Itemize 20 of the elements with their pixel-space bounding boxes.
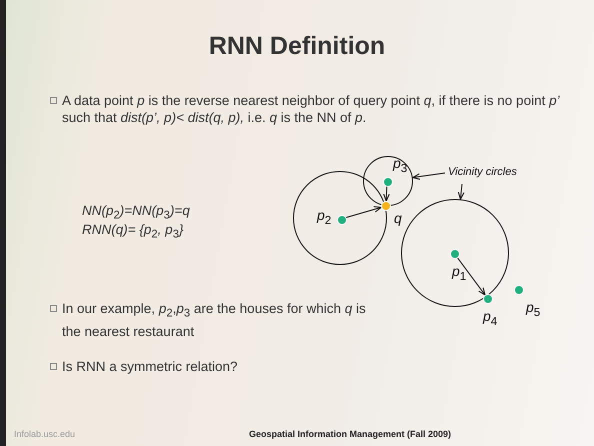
arrow [456, 256, 486, 296]
formula-text: RNN(q)= {p$_{2}$, p$_{3}$} [82, 221, 184, 243]
callout-text: Vicinity circles [448, 166, 517, 178]
point-label: p$_{2}$ [317, 207, 332, 227]
footer-text: Infolab.usc.edu [14, 428, 76, 441]
arrow [345, 206, 382, 218]
leader-line [458, 184, 464, 200]
bullet-text: A data point p is the reverse nearest neighbor of query point q, if there is no point p’ such that dist(p’, p)< dist(q, p), i.e. q is the NN of p. [62, 92, 561, 126]
point-label: p$_{5}$ [526, 299, 540, 319]
bullet-text: Is RNN a symmetric relation? [62, 358, 239, 375]
bullet-text: In our example, p$_{2}$,p$_{3}$ are the houses for which q is the nearest restaurant [62, 300, 367, 340]
point-label: p$_{1}$ [452, 263, 466, 283]
leader-line [412, 172, 446, 180]
slide-title: RNN Definition [208, 32, 386, 61]
point-label: q [394, 210, 402, 226]
arrow [383, 186, 390, 202]
footer-text: Geospatial Information Management (Fall 2009) [248, 428, 452, 441]
formula-text: NN(p$_{2}$)=NN(p$_{3}$)=q [82, 202, 191, 224]
point-label: p$_{3}$ [393, 155, 408, 175]
point-label: p$_{4}$ [483, 308, 498, 328]
